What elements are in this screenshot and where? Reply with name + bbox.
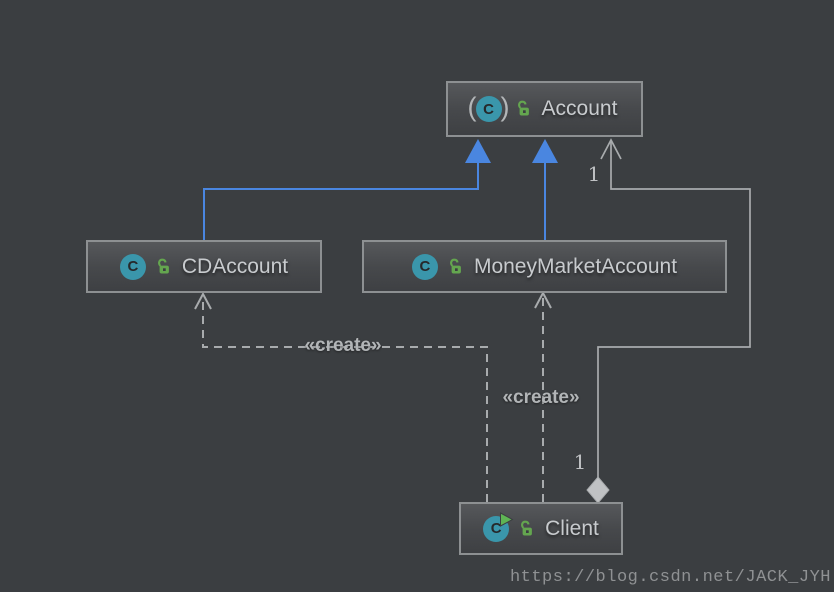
edge-client-creates-moneymarketaccount[interactable] [534,290,552,502]
class-node-client[interactable]: C Client [459,502,623,555]
edge-client-creates-cdaccount[interactable] [194,291,488,502]
csdn-watermark: https://blog.csdn.net/JACK_JYH [509,568,831,587]
class-letter: C [475,96,502,122]
create-stereotype-label: «create» [502,387,580,408]
multiplicity-label-client-end: 1 [573,450,587,474]
class-name: CDAccount [181,254,289,278]
edge-cdaccount-extends-account[interactable] [203,139,491,241]
class-name: MoneyMarketAccount [473,254,678,278]
abstract-class-icon: ( C ) [468,94,510,122]
runnable-class-icon: C [483,511,514,542]
edge-client-aggregates-account[interactable] [586,138,751,504]
inheritance-arrowhead-icon [465,139,491,163]
class-letter: C [119,253,146,280]
class-letter: C [411,253,438,280]
open-arrowhead-icon [194,291,212,310]
multiplicity-label-account-end: 1 [587,162,601,186]
inheritance-arrowhead-icon [532,139,558,163]
inheritance-line [203,161,479,241]
class-icon: C [411,253,438,280]
class-icon: C [119,253,146,280]
create-stereotype-label: «create» [304,335,382,356]
class-node-cdaccount[interactable]: C CDAccount [86,240,322,293]
class-node-moneymarketaccount[interactable]: C MoneyMarketAccount [362,240,727,293]
public-unlocked-icon [157,258,169,273]
class-name: Account [541,97,618,120]
public-unlocked-icon [521,520,533,535]
class-node-account[interactable]: ( C ) Account [446,81,643,137]
abstract-paren-open: ( [467,92,477,123]
public-unlocked-icon [517,100,529,116]
public-unlocked-icon [450,258,461,273]
class-name: Client [545,516,599,540]
edge-moneymarketaccount-extends-account[interactable] [532,139,558,240]
run-triangle-icon [500,511,514,527]
abstract-paren-close: ) [500,92,510,123]
open-arrowhead-icon [600,138,622,160]
dependency-line [202,296,488,502]
aggregation-line [597,141,751,478]
aggregation-diamond-icon [586,476,610,504]
open-arrowhead-icon [534,290,552,309]
